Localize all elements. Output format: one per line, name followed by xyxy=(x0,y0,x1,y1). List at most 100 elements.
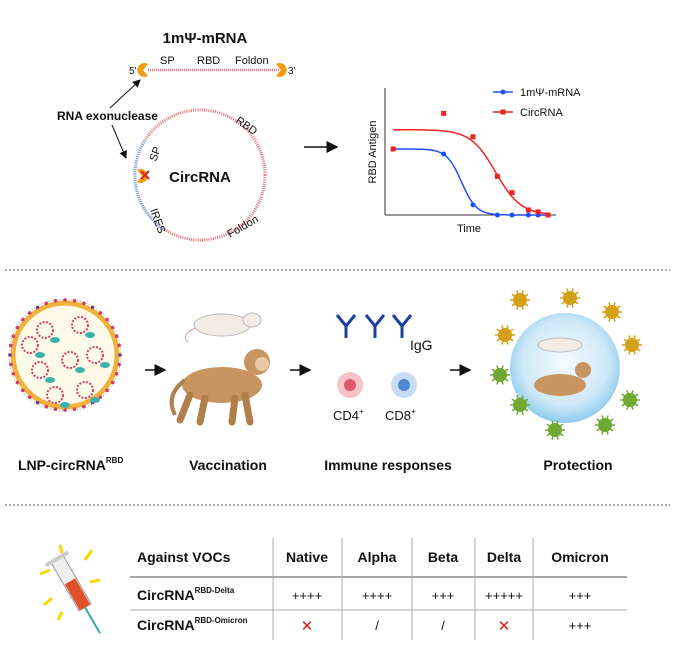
lipid-head xyxy=(8,353,12,357)
data-point xyxy=(441,151,447,157)
table-cell: +++++ xyxy=(485,588,523,603)
arrow-to-mrna xyxy=(109,79,141,109)
antigen-chart: Time RBD Antigen 1mΨ-mRNA CircRNA xyxy=(367,87,581,235)
lipid-head xyxy=(117,362,121,367)
virus-icon xyxy=(622,335,642,355)
exonuclease-icon xyxy=(276,63,287,77)
lipid-head xyxy=(21,317,25,322)
monkey-illustration xyxy=(169,349,270,426)
lipid-core xyxy=(45,377,55,383)
table-header: Alpha xyxy=(358,549,397,565)
cd4-label: CD4+ xyxy=(333,407,364,423)
exonuclease-icon xyxy=(137,168,148,183)
circ-label-foldon: Foldon xyxy=(226,213,261,240)
lipid-head xyxy=(72,407,77,411)
lipid-head xyxy=(110,325,115,330)
data-point xyxy=(525,212,531,218)
virus-icon xyxy=(560,288,580,308)
lipid-head xyxy=(90,305,95,310)
row-label: CircRNARBD-Delta xyxy=(137,586,235,603)
lipid-head xyxy=(110,380,115,385)
table-header: Beta xyxy=(428,549,459,565)
lipid-head xyxy=(105,388,109,393)
table-cell-cross: ✕ xyxy=(498,618,511,635)
lipid-head xyxy=(35,305,40,310)
five-prime-label: 5' xyxy=(129,66,137,77)
arrow-to-circrna xyxy=(111,124,127,159)
virus-icon xyxy=(602,302,622,322)
circ-label-rbd: RBD xyxy=(233,115,259,138)
lipid-core xyxy=(35,352,45,358)
lipid-head xyxy=(53,299,58,303)
virus-icon xyxy=(510,290,530,310)
data-point xyxy=(535,209,541,215)
lipid-head xyxy=(63,298,67,302)
table-cell: +++ xyxy=(569,618,592,633)
data-point xyxy=(390,146,396,152)
cd8-cell-icon xyxy=(391,372,417,398)
data-point xyxy=(470,134,476,140)
data-point xyxy=(494,173,500,179)
virus-icon xyxy=(620,390,640,410)
table-header: Native xyxy=(286,549,328,565)
legend: 1mΨ-mRNA CircRNA xyxy=(493,87,581,119)
mrna-label-foldon: Foldon xyxy=(235,55,269,67)
x-axis-label: Time xyxy=(457,223,481,235)
data-point xyxy=(525,207,531,213)
data-point xyxy=(441,110,447,116)
data-point xyxy=(509,190,515,196)
lipid-core xyxy=(100,362,110,368)
fit-curve-0 xyxy=(393,148,548,216)
lnp-label: LNP-circRNARBD xyxy=(18,456,123,473)
virus-icon xyxy=(510,395,530,415)
immune-responses-label: Immune responses xyxy=(324,457,452,473)
antibody-icon xyxy=(335,314,357,338)
lipid-core xyxy=(60,402,70,408)
blocked-x-icon xyxy=(140,170,150,180)
circrna-diagram: CircRNA RBD SP IRES Foldon xyxy=(133,108,267,242)
lipid-head xyxy=(117,343,121,348)
exonuclease-icon xyxy=(137,63,148,77)
antibody-icons xyxy=(335,314,413,338)
table-cell: / xyxy=(375,618,379,633)
lipid-head xyxy=(9,343,13,348)
cd8-label: CD8+ xyxy=(385,407,416,423)
lipid-head xyxy=(15,380,20,385)
lipid-head xyxy=(27,311,32,315)
lipid-head xyxy=(35,400,40,405)
circrna-particle xyxy=(71,316,89,334)
legend-label-mrna: 1mΨ-mRNA xyxy=(520,87,581,99)
mrna-title: 1mΨ-mRNA xyxy=(163,30,248,47)
rat-illustration xyxy=(184,312,262,343)
circrna-particle xyxy=(31,361,49,379)
protection-illustration xyxy=(490,288,642,440)
data-point xyxy=(494,212,500,218)
mrna-label-sp: SP xyxy=(160,55,175,67)
voc-table: Against VOCs Native Alpha Beta Delta Omi… xyxy=(130,538,627,640)
lipid-head xyxy=(63,408,67,412)
exonuclease-label: RNA exonuclease xyxy=(57,109,158,123)
lipid-head xyxy=(98,395,103,399)
syringe-icon xyxy=(39,544,101,634)
legend-marker-circrna xyxy=(500,109,506,115)
lipid-head xyxy=(11,372,16,376)
mrna-label-rbd: RBD xyxy=(197,55,220,67)
lipid-head xyxy=(105,317,109,322)
virus-icon xyxy=(495,325,515,345)
lipid-head xyxy=(82,301,86,306)
circrna-particle xyxy=(46,386,64,404)
circrna-particle xyxy=(21,336,39,354)
protection-label: Protection xyxy=(543,457,612,473)
lipid-core xyxy=(75,367,85,373)
table-header: Against VOCs xyxy=(137,549,231,565)
circrna-ring xyxy=(133,108,267,242)
lipid-core xyxy=(85,332,95,338)
lipid-head xyxy=(44,404,48,409)
virus-icon xyxy=(595,415,615,435)
virus-icon xyxy=(490,365,510,385)
table-header: Omicron xyxy=(551,549,609,565)
lnp-illustration xyxy=(8,298,122,412)
legend-label-circrna: CircRNA xyxy=(520,107,563,119)
row-label: CircRNARBD-Omicron xyxy=(137,616,248,633)
